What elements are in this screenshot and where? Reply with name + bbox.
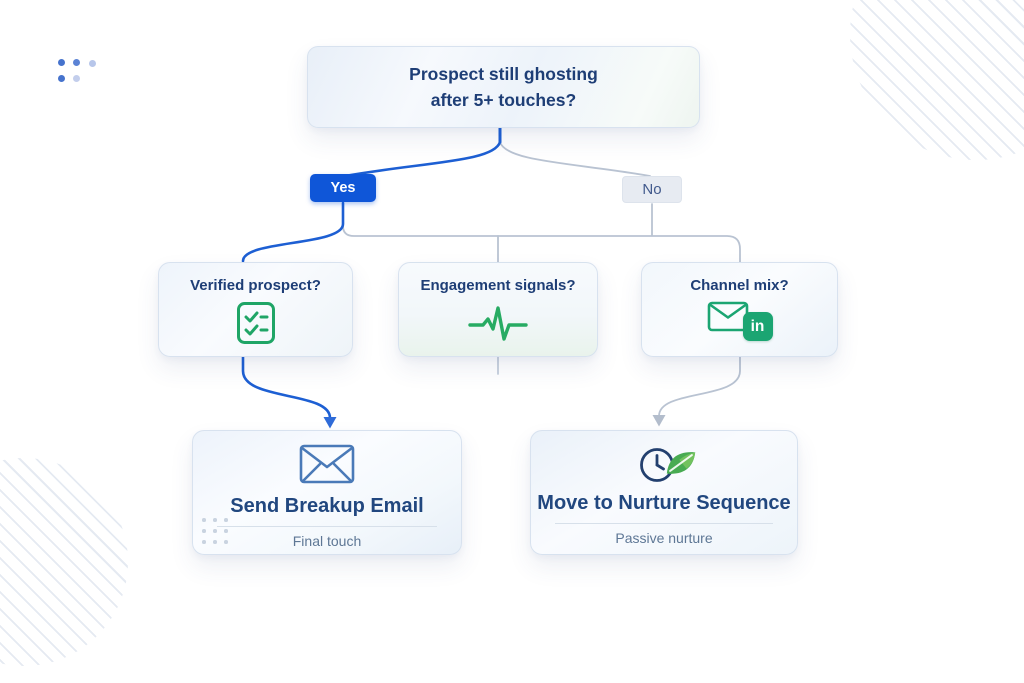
criterion-label: Verified prospect? (190, 277, 321, 294)
pulse-icon (467, 301, 529, 343)
diagonal-stripes-decor-top-right (850, 0, 1024, 160)
outcome-title: Send Breakup Email (230, 495, 424, 517)
envelope-icon (299, 444, 355, 489)
dot-decor (73, 75, 80, 82)
outcome-subtitle: Passive nurture (615, 530, 713, 546)
outcome-node-breakup-email: Send Breakup Email Final touch (192, 430, 462, 555)
arrowhead-gray (652, 415, 666, 427)
drag-dots-decor (202, 518, 228, 544)
yes-branch-button[interactable]: Yes (310, 174, 376, 202)
criterion-node-verified-prospect: Verified prospect? (158, 262, 353, 357)
dot-decor (58, 59, 65, 66)
dot-decor (58, 75, 65, 82)
arrowhead-blue (323, 417, 337, 429)
no-label: No (642, 181, 662, 198)
connector-verified-to-breakup (241, 355, 332, 420)
criterion-node-channel-mix: Channel mix? in (641, 262, 838, 357)
no-branch-button[interactable]: No (622, 176, 682, 203)
criterion-node-engagement-signals: Engagement signals? (398, 262, 598, 357)
leaf-icon (666, 452, 696, 474)
outcome-subtitle: Final touch (292, 533, 362, 549)
clock-leaf-icon (632, 444, 696, 486)
dot-decor (73, 59, 80, 66)
connector-channel-to-nurture (658, 356, 741, 417)
dot-decor (89, 60, 96, 67)
checklist-icon (236, 301, 276, 345)
connector-root-to-yes (343, 140, 502, 178)
corner-dots-decor (58, 59, 104, 85)
outcome-node-nurture-sequence: Move to Nurture Sequence Passive nurture (530, 430, 798, 555)
divider (554, 523, 774, 524)
yes-label: Yes (330, 180, 356, 196)
root-question-node: Prospect still ghosting after 5+ touches… (307, 46, 700, 128)
linkedin-icon: in (742, 312, 773, 341)
connector-horizontal-bus (342, 225, 741, 263)
criterion-label: Engagement signals? (420, 277, 576, 294)
linkedin-text: in (750, 317, 765, 335)
outcome-title: Move to Nurture Sequence (537, 492, 791, 514)
email-linkedin-icon: in (707, 301, 773, 341)
diagonal-stripes-decor-bottom-left (0, 458, 128, 666)
connector-yes-to-verified (241, 201, 345, 263)
divider (217, 526, 437, 527)
connector-root-to-no (499, 141, 651, 177)
root-question-text: Prospect still ghosting after 5+ touches… (409, 64, 598, 110)
criterion-label: Channel mix? (690, 277, 789, 294)
